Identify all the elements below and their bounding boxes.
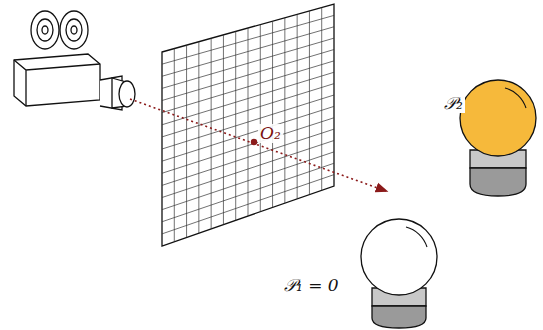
image-plane — [162, 4, 334, 246]
grid-line — [162, 163, 334, 222]
light-label: 𝒫₁ = 0 — [282, 276, 341, 295]
grid-line — [162, 141, 334, 198]
grid-line — [162, 61, 334, 113]
light-bulb — [460, 80, 536, 196]
grid-line — [162, 84, 334, 137]
light-bulb — [361, 219, 437, 328]
camera — [14, 11, 135, 110]
light-label: 𝒫₂ — [442, 94, 465, 113]
grid-line — [162, 175, 334, 234]
point-label: O₂ — [258, 124, 283, 143]
principal-point — [251, 139, 257, 145]
grid-line — [162, 50, 334, 101]
projection-ray — [130, 99, 386, 191]
grid-line — [162, 129, 334, 185]
grid-line — [162, 38, 334, 88]
grid-line — [162, 106, 334, 161]
grid-line — [162, 152, 334, 210]
grid-line — [162, 118, 334, 174]
grid-line — [162, 72, 334, 125]
